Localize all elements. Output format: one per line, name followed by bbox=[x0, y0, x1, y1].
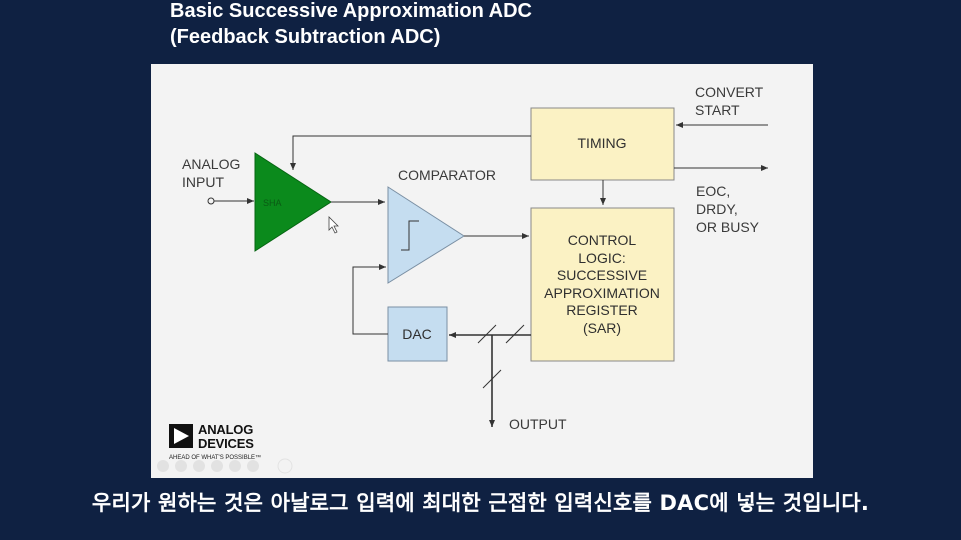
comparator bbox=[387, 186, 465, 284]
sar-label-4: APPROXIMATION bbox=[544, 285, 660, 301]
comparator-label: COMPARATOR bbox=[398, 167, 496, 183]
bus-slash-2 bbox=[505, 324, 525, 344]
bus-slash-1 bbox=[477, 324, 497, 344]
dac-feedback-wire bbox=[352, 264, 388, 335]
analog-input-label-2: INPUT bbox=[182, 174, 224, 190]
slide-title: Basic Successive Approximation ADC (Feed… bbox=[170, 0, 532, 50]
media-controls[interactable] bbox=[157, 458, 293, 474]
slide-title-line2: (Feedback Subtraction ADC) bbox=[170, 26, 441, 48]
analog-input-label-1: ANALOG bbox=[182, 156, 240, 172]
sar-label-2: LOGIC: bbox=[578, 250, 625, 266]
video-caption: 우리가 원하는 것은 아날로그 입력에 최대한 근접한 입력신호를 DAC에 넣… bbox=[91, 491, 870, 515]
timing-to-amp-wire bbox=[290, 135, 531, 170]
logo-tagline: AHEAD OF WHAT'S POSSIBLE™ bbox=[169, 455, 262, 461]
sar-label-1: CONTROL bbox=[568, 232, 637, 248]
sar-label-5: REGISTER bbox=[566, 302, 638, 318]
dac-block bbox=[387, 306, 448, 362]
dac-label: DAC bbox=[402, 326, 432, 342]
sar-control-block bbox=[530, 207, 675, 362]
convert-start-label-2: START bbox=[695, 102, 740, 118]
output-label: OUTPUT bbox=[509, 416, 567, 432]
analog-devices-logo: ANALOG DEVICES AHEAD OF WHAT'S POSSIBLE™ bbox=[169, 422, 309, 472]
logo-wordmark: ANALOG DEVICES bbox=[198, 423, 254, 451]
status-label-busy: OR BUSY bbox=[696, 219, 760, 235]
logo-line2: DEVICES bbox=[198, 436, 254, 451]
convert-start-label-1: CONVERT bbox=[695, 84, 764, 100]
timing-label: TIMING bbox=[578, 135, 627, 151]
amplifier-label: SHA bbox=[263, 198, 282, 208]
logo-line1: ANALOG bbox=[198, 422, 254, 437]
mouse-cursor-icon bbox=[328, 216, 339, 234]
slide-title-line1: Basic Successive Approximation ADC bbox=[170, 0, 532, 22]
sar-label-6: (SAR) bbox=[583, 320, 621, 336]
input-terminal bbox=[207, 197, 215, 205]
sar-label-3: SUCCESSIVE bbox=[557, 267, 647, 283]
sar-adc-diagram: ANALOG INPUT SHA COMPARATOR TIMING CONVE… bbox=[157, 84, 768, 474]
analog-devices-logo-mark-icon bbox=[169, 424, 193, 448]
hysteresis-icon bbox=[401, 220, 419, 251]
diagram-panel: ANALOG INPUT SHA COMPARATOR TIMING CONVE… bbox=[151, 64, 813, 478]
sample-hold-amplifier bbox=[254, 152, 332, 252]
status-label-drdy: DRDY, bbox=[696, 201, 738, 217]
output-bus-slash bbox=[482, 369, 502, 389]
status-label-eoc: EOC, bbox=[696, 183, 730, 199]
